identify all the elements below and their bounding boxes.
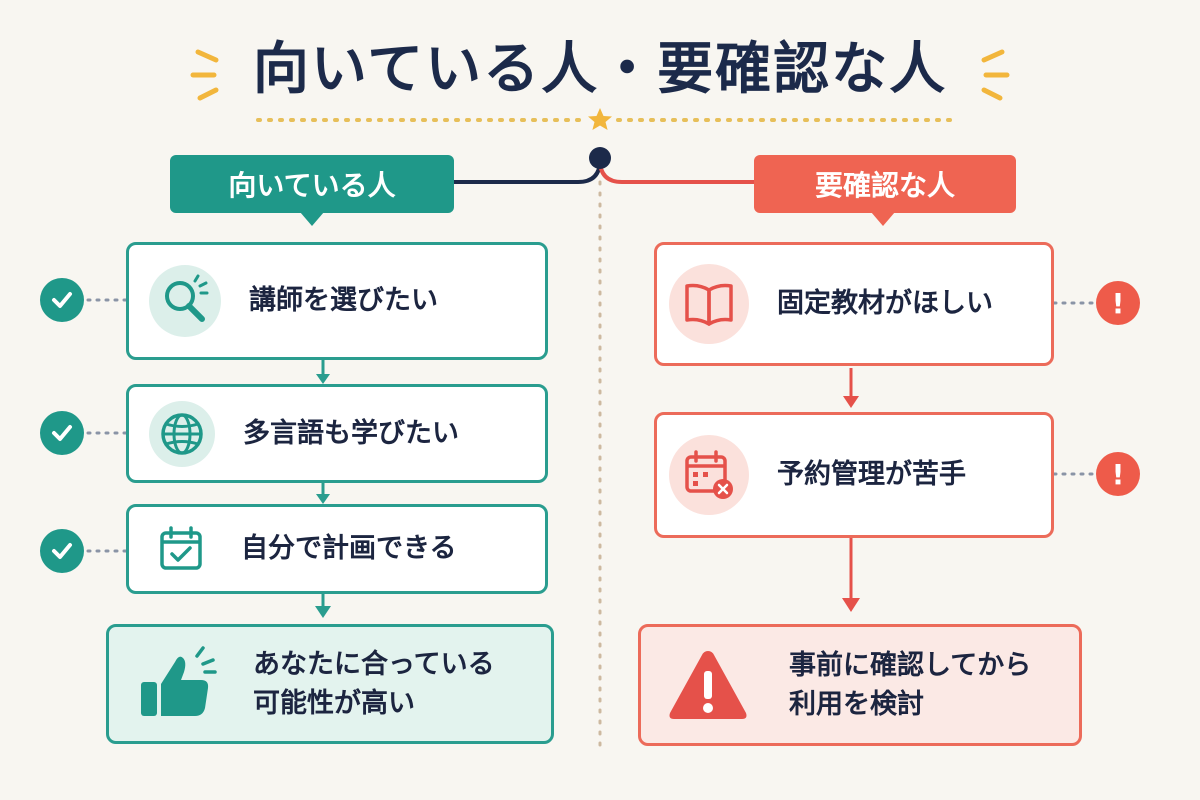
card-label: 固定教材がほしい xyxy=(777,288,993,320)
calendar-x-icon xyxy=(669,435,749,515)
conclusion-line2: 利用を検討 xyxy=(789,689,924,720)
card-label: 講師を選びたい xyxy=(249,285,438,317)
page-title: 向いている人・要確認な人 xyxy=(252,37,948,102)
magnifier-icon xyxy=(149,265,221,337)
conclusion-text: あなたに合っている 可能性が高い xyxy=(253,645,495,723)
open-book-icon xyxy=(669,264,749,344)
check-conclusion-card: 事前に確認してから 利用を検討 xyxy=(638,624,1082,746)
calendar-check-icon xyxy=(149,517,213,581)
check-card-schedule-management: 予約管理が苦手 xyxy=(654,412,1054,538)
exclamation-icon: ! xyxy=(1096,281,1140,325)
globe-icon xyxy=(149,400,215,467)
suited-header: 向いている人 xyxy=(170,155,454,213)
exclamation-icon: ! xyxy=(1096,452,1140,496)
check-icon xyxy=(40,278,84,322)
suited-card-choose-teacher: 講師を選びたい xyxy=(126,242,548,360)
suited-card-self-planning: 自分で計画できる xyxy=(126,504,548,594)
hub-dot xyxy=(589,147,611,169)
check-card-fixed-material: 固定教材がほしい xyxy=(654,242,1054,366)
sparkle-left-icon xyxy=(190,49,219,101)
connector-left xyxy=(454,159,602,184)
right-flow-arrows xyxy=(842,368,860,612)
pointer-right xyxy=(871,212,895,226)
suited-conclusion-card: あなたに合っている 可能性が高い xyxy=(106,624,554,744)
check-icon xyxy=(40,411,84,455)
conclusion-text: 事前に確認してから 利用を検討 xyxy=(789,646,1031,724)
conclusion-line1: あなたに合っている xyxy=(253,648,495,680)
card-label: 多言語も学びたい xyxy=(243,417,459,449)
card-label: 自分で計画できる xyxy=(241,533,457,565)
left-flow-arrows xyxy=(315,360,331,618)
conclusion-line1: 事前に確認してから xyxy=(789,649,1032,681)
conclusion-line2: 可能性が高い xyxy=(253,688,415,719)
warning-icon xyxy=(665,645,751,725)
check-needed-header: 要確認な人 xyxy=(754,155,1016,213)
check-icon xyxy=(40,529,84,573)
suited-card-multilingual: 多言語も学びたい xyxy=(126,384,548,483)
sparkle-right-icon xyxy=(981,49,1010,101)
thumbs-up-icon xyxy=(135,642,219,726)
star-icon xyxy=(588,108,612,130)
connector-right xyxy=(598,159,754,184)
pointer-left xyxy=(300,212,324,226)
card-label: 予約管理が苦手 xyxy=(777,459,966,491)
